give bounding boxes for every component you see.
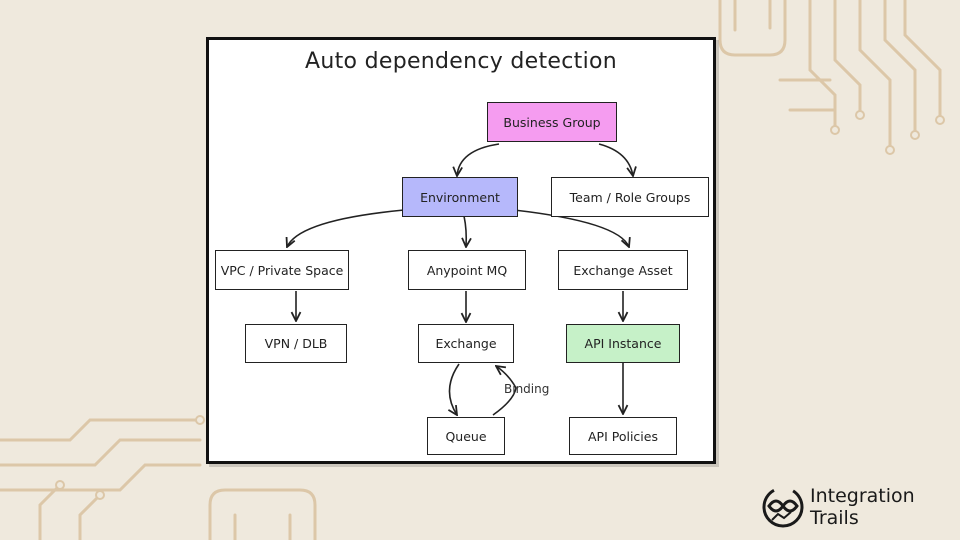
edge-environment-to-asset [513, 209, 629, 247]
integration-trails-logo-icon [762, 486, 804, 528]
node-vpc-private-space: VPC / Private Space [215, 250, 349, 290]
edge-business-to-environment [457, 143, 500, 176]
brand-name-line1: Integration [810, 485, 915, 507]
node-api-policies: API Policies [569, 417, 677, 455]
brand-name-line2: Trails [810, 507, 859, 529]
node-team-role-groups: Team / Role Groups [551, 177, 709, 217]
edge-environment-to-mq [464, 215, 466, 247]
node-business-group: Business Group [487, 102, 617, 142]
node-api-instance: API Instance [566, 324, 680, 363]
node-exchange: Exchange [418, 324, 514, 363]
edge-exchange-to-queue [449, 363, 460, 415]
diagram-edges [209, 143, 713, 461]
edge-label-binding: Binding [504, 382, 550, 396]
edge-queue-to-exchange-binding [492, 366, 517, 416]
node-anypoint-mq: Anypoint MQ [408, 250, 526, 290]
node-environment: Environment [402, 177, 518, 217]
brand: Integration Trails [760, 484, 950, 532]
diagram-title: Auto dependency detection [305, 49, 617, 74]
node-vpn-dlb: VPN / DLB [245, 324, 347, 363]
node-queue: Queue [427, 417, 505, 455]
brand-name: Integration Trails [810, 485, 915, 529]
edge-environment-to-vpc [287, 209, 405, 247]
node-exchange-asset: Exchange Asset [558, 250, 688, 290]
diagram-panel: Auto dependency detection Business Group… [206, 37, 716, 464]
edge-business-to-team [598, 143, 633, 176]
